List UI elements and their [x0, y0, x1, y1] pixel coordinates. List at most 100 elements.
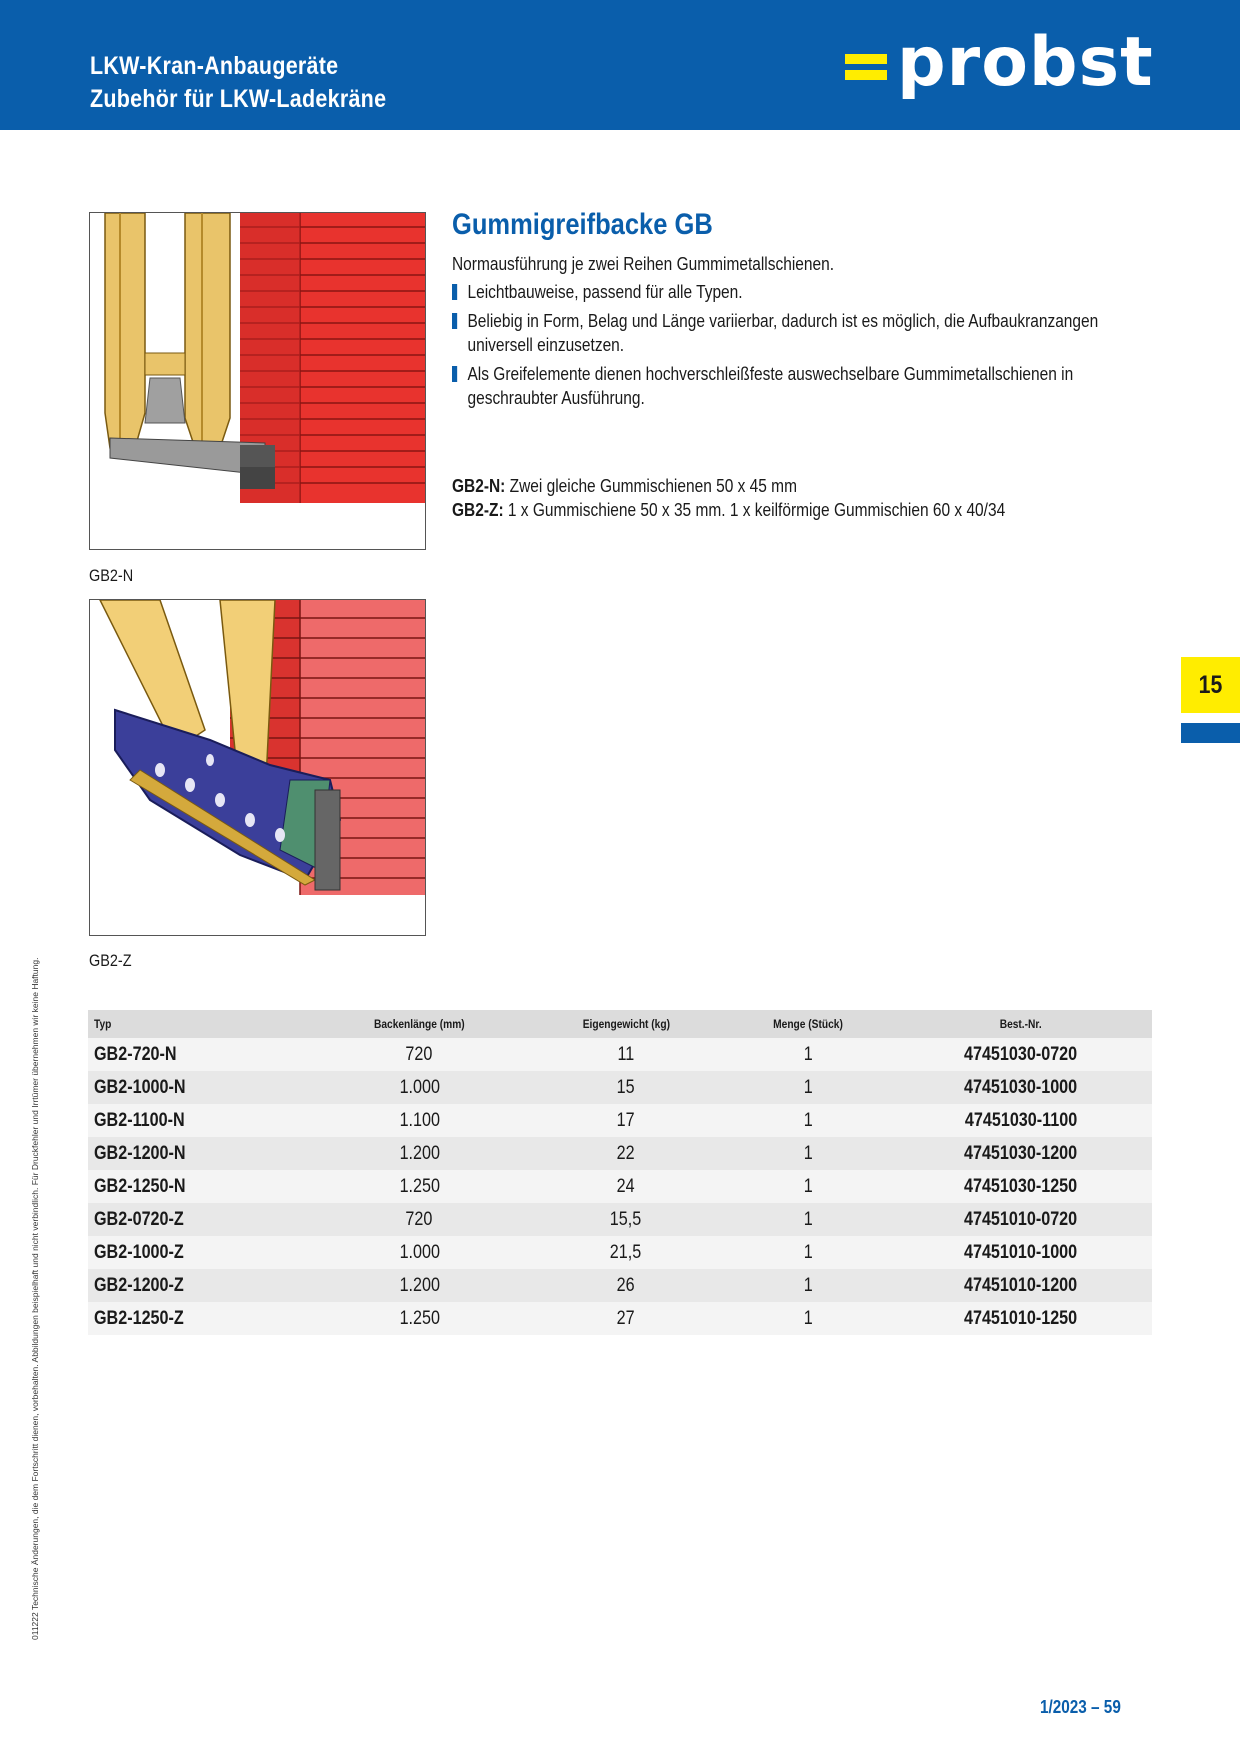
cell-type: GB2-1200-N [94, 1142, 186, 1164]
feature-item: Als Greifelemente dienen hochverschleißf… [452, 362, 1149, 410]
cell-weight: 11 [617, 1043, 635, 1065]
cell-length: 1.250 [399, 1307, 440, 1329]
cell-length: 720 [405, 1043, 433, 1065]
cell-type: GB2-1000-Z [94, 1241, 184, 1263]
chapter-tab-bar [1181, 723, 1240, 743]
product-description: Gummigreifbacke GB Normausführung je zwe… [452, 208, 1152, 522]
cell-quantity: 1 [803, 1109, 813, 1131]
image-caption-gb2-n: GB2-N [89, 566, 134, 585]
table-header-weight: Eigengewicht (kg) [524, 1010, 728, 1038]
table-row: GB2-0720-Z 720 15,5 1 47451010-0720 [88, 1203, 1152, 1236]
cell-weight: 15,5 [610, 1208, 642, 1230]
cell-quantity: 1 [803, 1142, 813, 1164]
cell-weight: 21,5 [610, 1241, 642, 1263]
cell-length: 1.200 [399, 1142, 440, 1164]
header-title: LKW-Kran-Anbaugeräte Zubehör für LKW-Lad… [90, 50, 386, 116]
table-row: GB2-1200-N 1.200 22 1 47451030-1200 [88, 1137, 1152, 1170]
cell-quantity: 1 [803, 1274, 813, 1296]
table-row: GB2-1100-N 1.100 17 1 47451030-1100 [88, 1104, 1152, 1137]
cell-type: GB2-1200-Z [94, 1274, 184, 1296]
probst-logo: probst [845, 23, 1155, 104]
cell-length: 720 [405, 1208, 433, 1230]
clamp-arms [99, 600, 342, 891]
page-footer-number: 1/2023 – 59 [1040, 1697, 1121, 1717]
logo-bar-top [845, 54, 887, 64]
cell-type: GB2-1100-N [94, 1109, 185, 1131]
spec-text: 1 x Gummischiene 50 x 35 mm. 1 x keilför… [503, 500, 1006, 520]
cell-order-number: 47451010-1200 [964, 1274, 1078, 1296]
logo-bar-bottom [845, 70, 887, 80]
cell-type: GB2-0720-Z [94, 1208, 184, 1230]
table-header-quantity: Menge (Stück) [727, 1010, 890, 1038]
table-row: GB2-1250-Z 1.250 27 1 47451010-1250 [88, 1302, 1152, 1335]
feature-item: Beliebig in Form, Belag und Länge variie… [452, 309, 1149, 357]
spec-label: GB2-Z: [452, 500, 504, 520]
spec-text: Zwei gleiche Gummischienen 50 x 45 mm [505, 476, 797, 496]
cell-quantity: 1 [803, 1076, 813, 1098]
header-title-line1: LKW-Kran-Anbaugeräte [90, 52, 339, 80]
cell-weight: 15 [616, 1076, 635, 1098]
variant-specs: GB2-N: Zwei gleiche Gummischienen 50 x 4… [452, 474, 1149, 522]
cell-order-number: 47451030-0720 [964, 1043, 1078, 1065]
cell-weight: 26 [616, 1274, 635, 1296]
table-row: GB2-1200-Z 1.200 26 1 47451010-1200 [88, 1269, 1152, 1302]
cell-quantity: 1 [803, 1208, 813, 1230]
chapter-number: 15 [1198, 671, 1223, 699]
cell-order-number: 47451030-1100 [964, 1109, 1077, 1131]
description-text: Normausführung je zwei Reihen Gummimetal… [452, 252, 1149, 522]
feature-text: Beliebig in Form, Belag und Länge variie… [467, 311, 1099, 355]
feature-item: Leichtbauweise, passend für alle Typen. [452, 280, 1149, 304]
cell-type: GB2-720-N [94, 1043, 177, 1065]
cell-order-number: 47451030-1200 [964, 1142, 1078, 1164]
cell-order-number: 47451010-0720 [964, 1208, 1078, 1230]
cell-quantity: 1 [803, 1043, 813, 1065]
intro-text: Normausführung je zwei Reihen Gummimetal… [452, 254, 835, 274]
feature-text: Leichtbauweise, passend für alle Typen. [467, 282, 743, 302]
gb2-z-illustration [90, 600, 425, 935]
cell-weight: 24 [616, 1175, 635, 1197]
table-header-length: Backenlänge (mm) [314, 1010, 525, 1038]
product-title: Gummigreifbacke GB [452, 208, 713, 241]
cell-length: 1.250 [399, 1175, 440, 1197]
cell-weight: 27 [616, 1307, 635, 1329]
spec-line: GB2-Z: 1 x Gummischiene 50 x 35 mm. 1 x … [452, 498, 1149, 522]
cell-length: 1.100 [399, 1109, 440, 1131]
product-table: Typ Backenlänge (mm) Eigengewicht (kg) M… [88, 1010, 1152, 1335]
cell-quantity: 1 [803, 1175, 813, 1197]
chapter-tab: 15 [1181, 657, 1240, 713]
product-image-gb2-z [89, 599, 426, 936]
gb2-n-illustration [90, 213, 425, 549]
bullet-bar-icon [452, 366, 458, 382]
cell-order-number: 47451010-1250 [964, 1307, 1078, 1329]
cell-length: 1.000 [399, 1076, 440, 1098]
cell-length: 1.200 [399, 1274, 440, 1296]
page-header: LKW-Kran-Anbaugeräte Zubehör für LKW-Lad… [0, 0, 1240, 130]
product-image-gb2-n [89, 212, 426, 550]
cell-weight: 22 [616, 1142, 635, 1164]
cell-order-number: 47451010-1000 [964, 1241, 1078, 1263]
disclaimer-note: 011222 Technische Änderungen, die dem Fo… [30, 957, 40, 1640]
cell-order-number: 47451030-1000 [964, 1076, 1078, 1098]
table-header-row: Typ Backenlänge (mm) Eigengewicht (kg) M… [88, 1010, 1152, 1038]
cell-weight: 17 [616, 1109, 635, 1131]
brick-wall [240, 213, 425, 503]
cell-type: GB2-1250-Z [94, 1307, 184, 1329]
cell-quantity: 1 [803, 1307, 813, 1329]
header-title-line2: Zubehör für LKW-Ladekräne [90, 85, 387, 113]
clamp-arms [104, 213, 275, 489]
spec-label: GB2-N: [452, 476, 506, 496]
bullet-bar-icon [452, 313, 458, 329]
image-caption-gb2-z: GB2-Z [89, 951, 132, 970]
bullet-bar-icon [452, 284, 458, 300]
logo-text: probst [897, 23, 1154, 102]
cell-type: GB2-1000-N [94, 1076, 186, 1098]
feature-text: Als Greifelemente dienen hochverschleißf… [467, 364, 1074, 408]
spec-line: GB2-N: Zwei gleiche Gummischienen 50 x 4… [452, 474, 1149, 498]
table-header-order-number: Best.-Nr. [889, 1010, 1152, 1038]
cell-order-number: 47451030-1250 [964, 1175, 1078, 1197]
cell-quantity: 1 [803, 1241, 813, 1263]
